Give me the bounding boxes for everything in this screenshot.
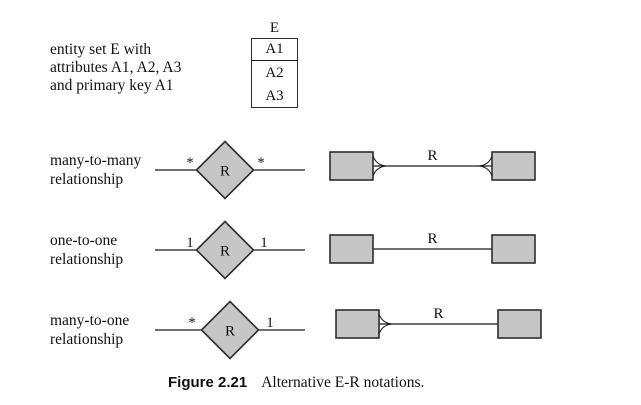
diamond-label: R: [220, 244, 230, 260]
left-crow-foot-icon: [372, 165, 387, 177]
relationship-diamond: [195, 220, 255, 280]
figure-caption-text: Alternative E-R notations.: [261, 374, 425, 391]
line-label: R: [427, 231, 437, 247]
left-entity-rect: [329, 151, 374, 181]
row-label-line2: relationship: [50, 171, 124, 188]
left-crow-foot-icon: [378, 313, 393, 325]
left-entity-rect: [335, 309, 380, 339]
line-label: R: [427, 148, 437, 164]
row-label-line1: many-to-one: [50, 312, 130, 329]
row-label-line1: many-to-many: [50, 152, 142, 169]
right-entity-rect: [491, 234, 536, 264]
right-cardinality: *: [257, 155, 264, 171]
diamond-notation-many-to-one: * 1 R: [155, 300, 305, 360]
diamond-label: R: [225, 324, 235, 340]
right-cardinality: 1: [260, 235, 267, 251]
diamond-label: R: [220, 164, 230, 180]
relationship-diamond: [195, 140, 255, 200]
right-entity-rect: [491, 151, 536, 181]
diamond-notation-many-to-many: * * R: [155, 140, 305, 200]
left-cardinality: 1: [186, 235, 193, 251]
line-label: R: [433, 306, 443, 322]
entity-title: E: [269, 20, 280, 36]
crowfoot-notation-one-to-one: R: [329, 231, 536, 264]
left-cardinality: *: [188, 315, 195, 331]
right-crow-foot-icon: [478, 165, 493, 177]
left-crow-foot-icon: [372, 155, 387, 167]
row-label-many-to-one: many-to-one relationship: [50, 311, 129, 349]
entity-description-line3: and primary key A1: [50, 77, 174, 94]
right-entity-rect: [497, 309, 542, 339]
crowfoot-notation-many-to-many: R: [329, 148, 536, 181]
figure-caption: Figure 2.21 Alternative E-R notations.: [168, 374, 424, 392]
row-label-line1: one-to-one: [50, 232, 118, 249]
entity-attribute-a2: A2: [265, 65, 284, 81]
left-crow-foot-icon: [378, 323, 393, 335]
crowfoot-notation-many-to-one: R: [335, 306, 542, 339]
right-crow-foot-icon: [478, 155, 493, 167]
row-label-line2: relationship: [50, 251, 124, 268]
left-cardinality: *: [186, 155, 193, 171]
entity-primary-key: A1: [252, 39, 297, 61]
row-label-line2: relationship: [50, 331, 124, 348]
row-label-one-to-one: one-to-one relationship: [50, 231, 123, 269]
relationship-diamond: [200, 300, 260, 360]
entity-attribute-a3: A3: [265, 88, 284, 104]
diamond-notation-one-to-one: 1 1 R: [155, 220, 305, 280]
figure-caption-number: Figure 2.21: [168, 374, 248, 391]
left-entity-rect: [329, 234, 374, 264]
row-label-many-to-many: many-to-many relationship: [50, 151, 141, 189]
entity-box: A1 A2 A3: [251, 38, 298, 108]
entity-description-line2: attributes A1, A2, A3: [50, 59, 182, 76]
entity-description: entity set E with attributes A1, A2, A3 …: [50, 41, 181, 95]
entity-description-line1: entity set E with: [50, 41, 152, 58]
entity-set-diagram: E A1 A2 A3: [251, 19, 298, 108]
right-cardinality: 1: [266, 315, 273, 331]
